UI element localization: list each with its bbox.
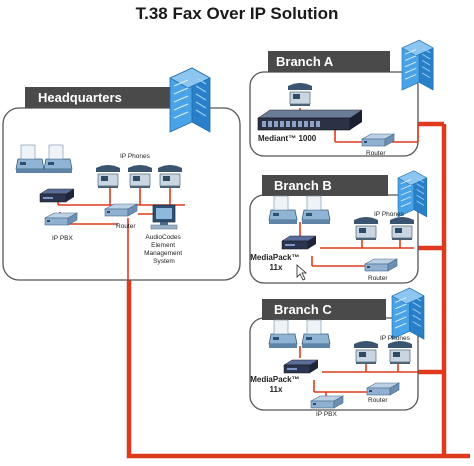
- branch-a-header: [268, 51, 390, 72]
- ip-phone-icon: [95, 164, 121, 189]
- branch-c-site: Branch C IP Phones MediaPack™ 11x Router…: [249, 287, 425, 418]
- headquarters-ip-pbx-label: IP PBX: [52, 235, 74, 242]
- gateway-icon: [257, 109, 363, 131]
- ems-label: AudioCodes Element Management System: [144, 234, 184, 265]
- headquarters-header: [25, 87, 175, 108]
- branch-b-site: Branch B IP Phones MediaPack™ 11x Router: [249, 170, 428, 284]
- branch-c-ip-pbx-label: IP PBX: [316, 411, 338, 418]
- headquarters-router-label: Router: [116, 223, 136, 230]
- branch-b-router-label: Router: [368, 275, 388, 282]
- cursor-icon: [296, 264, 308, 281]
- building-icon: [397, 170, 428, 218]
- branch-b-lan: [299, 222, 414, 267]
- branch-b-label: Branch B: [274, 178, 332, 193]
- building-icon: [391, 287, 425, 340]
- wan-links: [126, 121, 470, 459]
- branch-c-ip-phones-label: IP Phones: [380, 335, 411, 342]
- headquarters-ip-phones-label: IP Phones: [120, 153, 151, 160]
- ip-phone-icon: [127, 164, 153, 189]
- building-icon: [169, 67, 211, 133]
- diagram-title: T.38 Fax Over IP Solution: [135, 4, 339, 23]
- ip-phone-icon: [353, 340, 379, 365]
- branch-a-site: Branch A Mediant™ 1000 Router: [249, 39, 434, 157]
- headquarters-label: Headquarters: [38, 90, 122, 105]
- headquarters-box: [2, 107, 241, 281]
- branch-c-label: Branch C: [274, 302, 332, 317]
- building-icon: [401, 39, 434, 91]
- wan-link-headquarters: [126, 280, 470, 459]
- branch-c-header: [262, 299, 386, 320]
- ip-phone-icon: [157, 164, 183, 189]
- branch-b-device-label: MediaPack™ 11x: [250, 253, 302, 272]
- gateway-icon: [281, 235, 317, 250]
- branch-a-device-label: Mediant™ 1000: [258, 134, 317, 143]
- branch-c-device-label: MediaPack™ 11x: [250, 375, 302, 394]
- gateway-icon: [283, 359, 319, 374]
- computer-icon: [150, 204, 178, 230]
- ip-phone-icon: [353, 216, 379, 241]
- headquarters-site: Headquarters IP Phones Router IP PBX: [2, 67, 241, 281]
- branch-b-ip-phones-label: IP Phones: [374, 211, 405, 218]
- branch-c-router-label: Router: [368, 397, 388, 404]
- branch-b-header: [262, 175, 388, 196]
- ip-phone-icon: [387, 340, 413, 365]
- ip-phone-icon: [287, 82, 313, 107]
- ip-phone-icon: [389, 216, 415, 241]
- branch-a-label: Branch A: [276, 54, 334, 69]
- branch-a-router-label: Router: [366, 150, 386, 157]
- ip-pbx-icon: [39, 188, 75, 203]
